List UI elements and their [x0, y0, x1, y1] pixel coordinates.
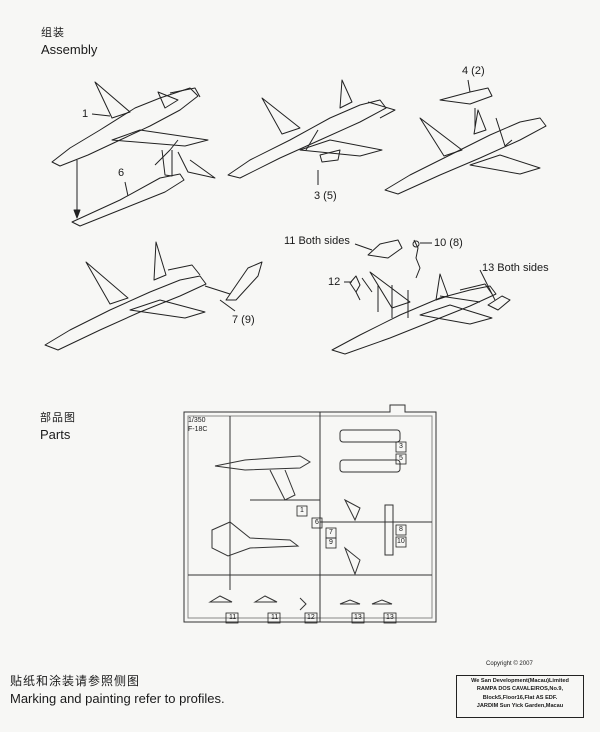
sprue-num-6: 6 [315, 519, 319, 526]
callout-12: 12 [328, 276, 341, 288]
jet-step-2 [227, 79, 396, 179]
sprue-num-9: 9 [329, 539, 333, 546]
part-10 [412, 239, 421, 279]
sprue-num-7: 7 [329, 529, 333, 536]
sprue-num-11a: 11 [229, 614, 237, 621]
marking-title-en: Marking and painting refer to profiles. [10, 691, 225, 706]
sprue-num-13b: 13 [386, 614, 394, 621]
sprue-num-5: 5 [399, 455, 403, 462]
address-box: We San Development(Macau)Limited RAMPA D… [456, 675, 584, 718]
callout-10: 10 (8) [434, 237, 463, 249]
callout-3: 3 (5) [314, 190, 337, 202]
address-line: JARDIM Sun Yick Garden,Macau [476, 703, 564, 710]
copyright: Copyright © 2007 [486, 661, 533, 667]
sprue-num-1: 1 [300, 507, 304, 514]
address-line: Block5,Floor16,Flat AS EDF. [482, 694, 558, 701]
part-12 [349, 275, 361, 301]
jet-step-3 [384, 87, 547, 195]
jet-step-5 [331, 271, 497, 355]
part-11 [367, 239, 403, 259]
parts-title-cn: 部品图 [40, 412, 76, 424]
jet-step-1 [51, 81, 216, 179]
sprue-scale: 1/350 [188, 417, 206, 424]
marking-title-cn: 贴纸和涂装请参照侧图 [10, 674, 141, 688]
assembly-title-cn: 组装 [41, 27, 65, 39]
address-line: RAMPA DOS CAVALEIROS,No.9, [476, 686, 564, 693]
sprue-num-13a: 13 [354, 614, 362, 621]
callout-13: 13 Both sides [482, 262, 549, 274]
sprue-num-8: 8 [399, 526, 403, 533]
part-6 [71, 160, 185, 227]
jet-step-4 [44, 241, 263, 351]
sprue-num-3: 3 [399, 443, 403, 450]
callout-6: 6 [118, 167, 125, 179]
assembly-title-en: Assembly [41, 42, 98, 57]
callout-4: 4 (2) [462, 65, 485, 77]
sprue-num-11b: 11 [271, 614, 279, 621]
part-13 [487, 295, 511, 311]
callout-1: 1 [82, 108, 89, 120]
callout-11: 11 Both sides [284, 235, 350, 247]
sprue-model: F-18C [188, 426, 208, 433]
callout-7: 7 (9) [232, 314, 255, 326]
sprue-num-10: 10 [397, 538, 405, 545]
parts-title-en: Parts [40, 427, 71, 442]
address-line: We San Development(Macau)Limited [471, 678, 569, 684]
sprue-num-12: 12 [307, 614, 315, 621]
